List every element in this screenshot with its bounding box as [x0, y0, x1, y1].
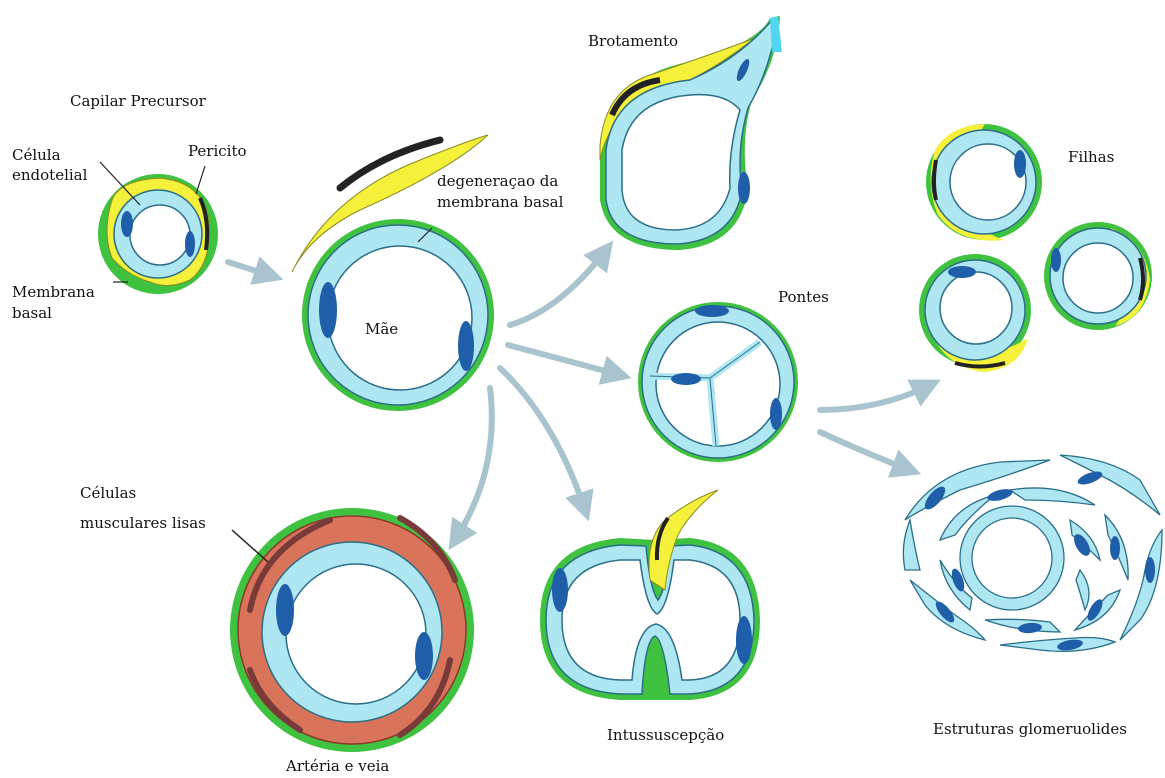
arrow-icon	[508, 345, 620, 375]
label-membrana-basal-line2: basal	[12, 304, 52, 323]
label-degeneracao-line1: degeneraçao da	[437, 172, 558, 191]
label-estruturas-glomeruloides: Estruturas glomeruolides	[933, 720, 1127, 739]
label-degeneracao-line2: membrana basal	[437, 193, 563, 212]
arrow-icon	[455, 388, 492, 540]
label-filhas: Filhas	[1068, 148, 1114, 167]
label-arteria-e-veia: Artéria e veia	[286, 757, 389, 776]
precursor-capillary	[98, 174, 218, 294]
label-capilar-precursor: Capilar Precursor	[70, 92, 206, 111]
arrow-icon	[500, 368, 585, 510]
label-brotamento: Brotamento	[588, 32, 678, 51]
artery-vein	[230, 508, 474, 752]
glomeruloid-structures	[903, 455, 1162, 651]
label-celulas-musculares-line1: Células	[80, 484, 136, 503]
label-pontes: Pontes	[778, 288, 829, 307]
label-celula-endotelial-line2: endotelial	[12, 166, 87, 185]
label-celulas-musculares-line2: musculares lisas	[80, 514, 206, 533]
arrow-icon	[820, 385, 930, 410]
sprouting-vessel	[600, 16, 782, 250]
label-intussuscepcao: Intussuscepção	[607, 726, 724, 745]
label-membrana-basal-line1: Membrana	[12, 283, 95, 302]
daughter-vessels	[919, 124, 1152, 372]
label-mae: Mãe	[365, 320, 398, 339]
label-celula-endotelial-line1: Célula	[12, 146, 61, 165]
arrow-icon	[820, 432, 910, 470]
intussusception-vessel	[540, 490, 760, 700]
arrow-icon	[510, 250, 606, 325]
bridging-vessel	[638, 302, 798, 462]
label-pericito: Pericito	[188, 142, 247, 161]
arrow-icon	[228, 262, 272, 276]
